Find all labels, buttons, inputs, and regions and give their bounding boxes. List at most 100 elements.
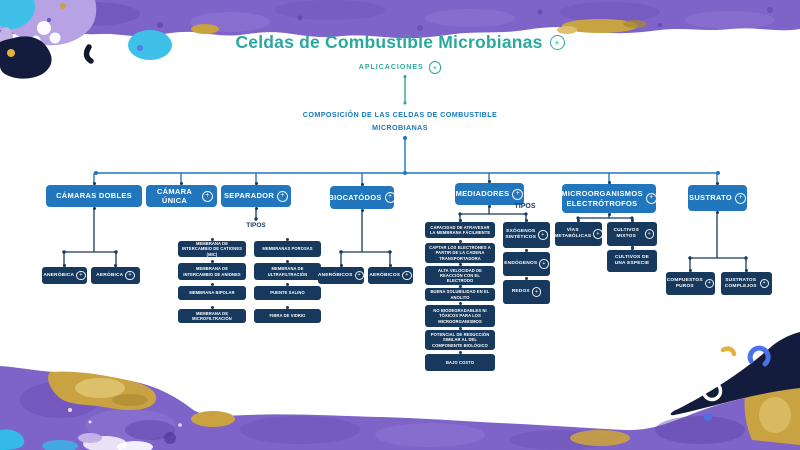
plus-icon[interactable]: + <box>428 61 442 74</box>
plus-icon[interactable]: + <box>593 229 603 239</box>
node-label: CULTIVOS DE UNA ESPECIE <box>614 255 650 266</box>
plus-icon[interactable]: + <box>644 229 654 239</box>
node-microorganismos-electrotrofos[interactable]: MICROORGANISMOS ELECTRÓTROFOS + <box>561 181 657 216</box>
node-aplicaciones[interactable]: APLICACIONES <box>358 63 424 71</box>
node-label: REDOX <box>511 289 530 294</box>
node-membrana-bipolar[interactable]: MEMBRANA BIPOLAR <box>178 283 246 300</box>
plus-icon[interactable]: + <box>125 270 135 281</box>
node-label: BUENA SOLUBILIDAD EN EL ANOLITO <box>430 289 490 300</box>
node-membranas-porosas[interactable]: MEMBRANAS POROSAS <box>254 238 321 257</box>
page-title[interactable]: Celdas de Combustible Microbianas <box>235 32 543 52</box>
node-label: VÍAS METABÓLICAS <box>554 228 592 239</box>
plus-icon[interactable]: + <box>549 35 565 50</box>
node-bajo-costo[interactable]: BAJO COSTO <box>425 351 495 371</box>
node-label: ALTA VELOCIDAD DE REACCIÓN CON EL ELECTR… <box>438 267 482 284</box>
plus-icon[interactable]: + <box>734 192 746 204</box>
node-label: MICROORGANISMOS ELECTRÓTROFOS <box>561 189 643 208</box>
node-label: BAJO COSTO <box>446 359 474 365</box>
node-membrana-intercambio-aniones[interactable]: MEMBRANA DE INTERCAMBIO DE ANIONES <box>178 260 246 280</box>
node-label: POTENCIAL DE REDUCCIÓN SIMILAR AL DEL CO… <box>430 332 490 348</box>
blue-arc-decoration <box>747 345 771 367</box>
plus-icon[interactable]: + <box>759 278 769 289</box>
root-label-line1: COMPOSICIÓN DE LAS CELDAS DE COMBUSTIBLE <box>302 110 498 119</box>
tipos-label-separador: TIPOS <box>246 222 266 229</box>
node-label: ANERÓBICOS <box>318 272 353 278</box>
node-membrana-intercambio-cationes[interactable]: MEMBRANA DE INTERCAMBIO DE CATIONES (MIC… <box>178 238 246 257</box>
node-buena-solubilidad[interactable]: BUENA SOLUBILIDAD EN EL ANOLITO <box>425 285 495 301</box>
node-label: AERÓBICOS <box>369 272 401 278</box>
node-label: ENDÓGENOS <box>504 261 538 266</box>
node-label: SUSTRATO <box>689 193 732 203</box>
node-puente-salino[interactable]: PUENTE SALINO <box>254 283 321 300</box>
node-potencial-reduccion[interactable]: POTENCIAL DE REDUCCIÓN SIMILAR AL DEL CO… <box>425 327 495 350</box>
plus-icon[interactable]: + <box>202 190 213 202</box>
node-camaras-dobles[interactable]: CÁMARAS DOBLES <box>46 182 142 210</box>
node-no-biodegradables[interactable]: NO BIODEGRADABLES NI TÓXICOS PARA LOS MI… <box>425 302 495 327</box>
node-label: PUENTE SALINO <box>270 290 305 296</box>
node-label: AERÓBICA <box>96 272 124 278</box>
node-aerobicos[interactable]: AERÓBICOS + <box>368 264 413 284</box>
plus-icon[interactable]: + <box>76 270 86 281</box>
node-label: MEMBRANA DE MICROFILTRACIÓN <box>192 310 232 321</box>
node-anaerobica[interactable]: ANERÓBICA + <box>42 264 87 284</box>
node-label: SEPARADOR <box>223 191 275 201</box>
node-sustrato[interactable]: SUSTRATO + <box>688 182 747 214</box>
node-label: CAPACIDAD DE ATRAVESAR LA MEMBRANA FÁCIL… <box>429 224 491 235</box>
node-membrana-microfiltracion[interactable]: MEMBRANA DE MICROFILTRACIÓN <box>178 306 246 323</box>
node-label: MEMBRANA DE INTERCAMBIO DE ANIONES <box>183 266 241 277</box>
root-label-line2: MICROBIANAS <box>372 123 428 132</box>
plus-icon[interactable]: + <box>539 259 549 269</box>
node-label: MEMBRANAS POROSAS <box>262 246 313 252</box>
node-captar-electrones[interactable]: CAPTAR LOS ELECTRONES A PARTIR DE LA CAD… <box>425 240 495 263</box>
node-sustratos-complejos[interactable]: SUSTRATOS COMPLEJOS + <box>721 269 772 295</box>
node-separador[interactable]: SEPARADOR + <box>221 182 291 210</box>
node-label: BIOCATÓDOS <box>328 192 382 202</box>
node-camara-unica[interactable]: CÁMARA ÚNICA + <box>146 182 217 207</box>
node-exogenos-sinteticos[interactable]: EXÓGENOS SINTÉTICOS + <box>503 219 550 248</box>
node-label: CÁMARA ÚNICA <box>156 186 193 205</box>
node-label: COMPUESTOS PUROS <box>666 277 703 289</box>
node-label: NO BIODEGRADABLES NI TÓXICOS PARA LOS MI… <box>433 308 487 324</box>
node-label: MEMBRANA DE INTERCAMBIO DE CATIONES (MIC… <box>182 241 242 257</box>
plus-icon[interactable]: + <box>531 287 542 297</box>
node-cultivos-una-especie[interactable]: CULTIVOS DE UNA ESPECIE <box>607 247 657 272</box>
gold-arc-decoration <box>720 346 737 357</box>
tipos-label-mediadores: TIPOS <box>514 203 536 210</box>
node-capacidad-atravesar-membrana[interactable]: CAPACIDAD DE ATRAVESAR LA MEMBRANA FÁCIL… <box>425 219 495 238</box>
blue-dot-decoration <box>704 413 712 421</box>
node-anaerobicos[interactable]: ANERÓBICOS + <box>318 264 365 284</box>
node-cultivos-mixtos[interactable]: CULTIVOS MIXTOS + <box>607 219 657 249</box>
node-mediadores[interactable]: MEDIADORES + <box>455 180 524 208</box>
marble-bottom-decoration <box>0 332 800 450</box>
plus-icon[interactable]: + <box>277 190 289 202</box>
plus-icon[interactable]: + <box>645 193 657 204</box>
node-label: CULTIVOS MIXTOS <box>613 228 639 239</box>
plus-icon[interactable]: + <box>512 188 524 200</box>
plus-icon[interactable]: + <box>538 230 548 240</box>
node-label: ANERÓBICA <box>43 272 75 278</box>
marble-top-decoration <box>0 0 800 79</box>
node-label: CÁMARAS DOBLES <box>56 191 132 201</box>
node-biocatodos[interactable]: BIOCATÓDOS + <box>328 183 396 212</box>
node-membrana-ultrafiltracion[interactable]: MEMBRANA DE ULTRAFILTRACIÓN <box>254 260 321 280</box>
node-alta-velocidad-reaccion[interactable]: ALTA VELOCIDAD DE REACCIÓN CON EL ELECTR… <box>425 263 495 285</box>
node-label: MEDIADORES <box>455 189 510 199</box>
node-label: FIBRA DE VIDRIO <box>269 313 306 319</box>
node-endogenos[interactable]: ENDÓGENOS + <box>503 249 550 276</box>
node-composicion[interactable]: COMPOSICIÓN DE LAS CELDAS DE COMBUSTIBLE… <box>0 108 800 134</box>
node-label: SUSTRATOS COMPLEJOS <box>724 277 757 289</box>
node-label: MEMBRANA DE ULTRAFILTRACIÓN <box>267 266 308 277</box>
node-fibra-de-vidrio[interactable]: FIBRA DE VIDRIO <box>254 306 321 323</box>
white-ring-decoration <box>701 380 723 402</box>
plus-icon[interactable]: + <box>384 192 396 203</box>
node-redox[interactable]: REDOX + <box>503 277 550 304</box>
node-compuestos-puros[interactable]: COMPUESTOS PUROS + <box>666 269 715 295</box>
node-vias-metabolicas[interactable]: VÍAS METABÓLICAS + <box>554 219 603 246</box>
plus-icon[interactable]: + <box>704 278 715 289</box>
node-aerobica[interactable]: AERÓBICA + <box>91 264 140 284</box>
node-label: CAPTAR LOS ELECTRONES A PARTIR DE LA CAD… <box>429 245 491 261</box>
plus-icon[interactable]: + <box>402 270 412 281</box>
plus-icon[interactable]: + <box>354 270 365 281</box>
node-label: EXÓGENOS SINTÉTICOS <box>505 229 537 240</box>
